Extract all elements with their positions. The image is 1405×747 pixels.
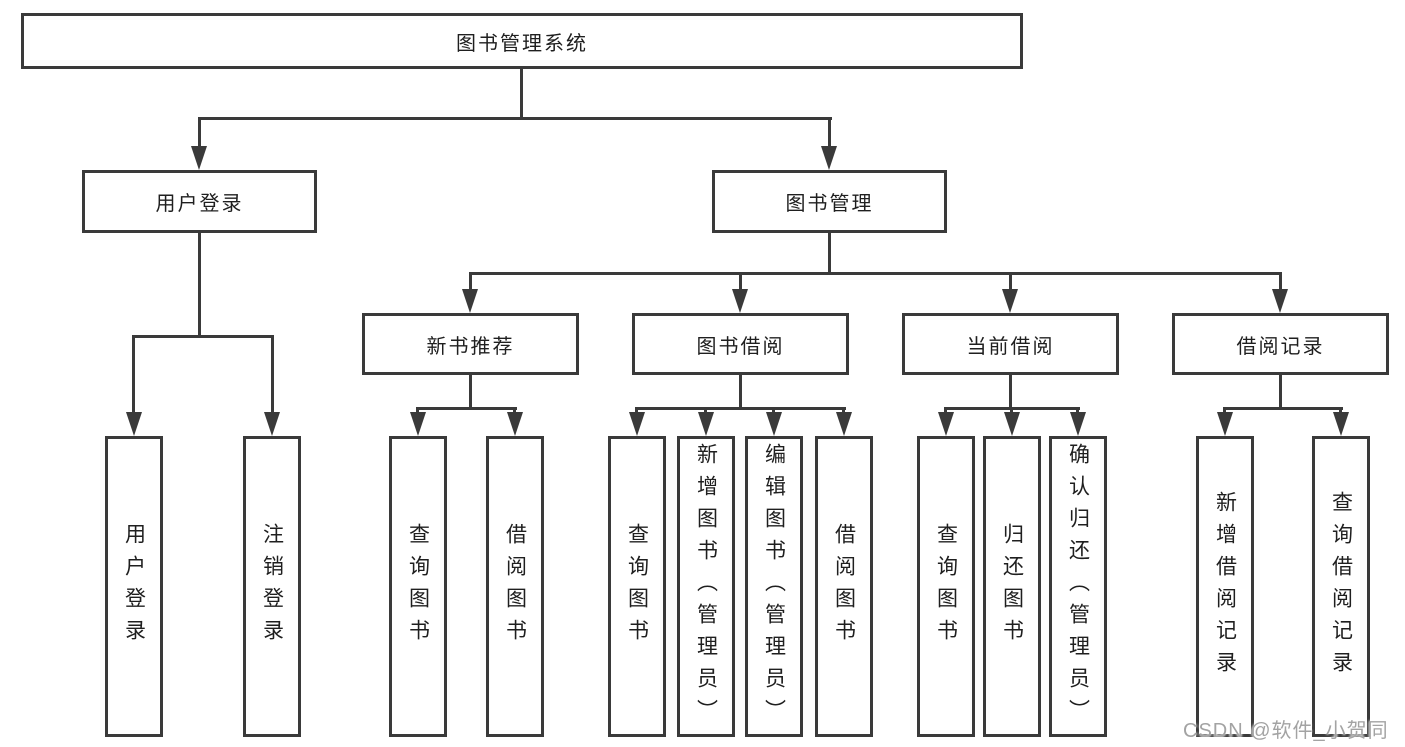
connector-line [271, 335, 274, 414]
connector-line [416, 407, 517, 410]
connector-line [198, 117, 832, 120]
connector-line [198, 232, 201, 338]
arrow-down-icon [1333, 412, 1349, 436]
leaf-current-confirm-return-admin: 确认归还（管理员） [1049, 436, 1107, 737]
connector-line [635, 407, 846, 410]
connector-line [513, 407, 516, 416]
leaf-current-query-books: 查询图书 [917, 436, 975, 737]
arrow-down-icon [126, 412, 142, 436]
node-current-borrowing: 当前借阅 [902, 313, 1119, 375]
connector-line [1009, 373, 1012, 410]
connector-line [1279, 272, 1282, 291]
connector-line [469, 272, 1282, 275]
connector-line [469, 373, 472, 410]
arrow-down-icon [462, 289, 478, 313]
connector-line [1009, 272, 1012, 291]
connector-line [1223, 407, 1226, 416]
connector-line [828, 232, 831, 274]
connector-line [739, 272, 742, 291]
connector-line [944, 407, 947, 416]
connector-line [1010, 407, 1013, 416]
arrow-down-icon [507, 412, 523, 436]
arrow-down-icon [1002, 289, 1018, 313]
arrow-down-icon [1272, 289, 1288, 313]
connector-line [132, 335, 135, 414]
arrow-down-icon [821, 146, 837, 170]
connector-line [1076, 407, 1079, 416]
connector-line [739, 373, 742, 410]
node-borrowing-records: 借阅记录 [1172, 313, 1389, 375]
arrow-down-icon [836, 412, 852, 436]
leaf-borrow-borrow-books: 借阅图书 [815, 436, 873, 737]
connector-line [469, 272, 472, 291]
connector-line [704, 407, 707, 416]
connector-line [772, 407, 775, 416]
connector-line [842, 407, 845, 416]
node-user-login: 用户登录 [82, 170, 317, 233]
arrow-down-icon [1070, 412, 1086, 436]
connector-line [1279, 373, 1282, 410]
connector-line [1223, 407, 1343, 410]
connector-line [520, 68, 523, 119]
root-node-library-management-system: 图书管理系统 [21, 13, 1023, 69]
arrow-down-icon [1004, 412, 1020, 436]
leaf-rec-borrow-books: 借阅图书 [486, 436, 544, 737]
leaf-records-add-borrow-record: 新增借阅记录 [1196, 436, 1254, 737]
connector-line [1339, 407, 1342, 416]
connector-line [198, 117, 201, 148]
connector-line [416, 407, 419, 416]
arrow-down-icon [191, 146, 207, 170]
leaf-current-return-books: 归还图书 [983, 436, 1041, 737]
leaf-records-query-borrow-record: 查询借阅记录 [1312, 436, 1370, 737]
node-new-book-recommendation: 新书推荐 [362, 313, 579, 375]
arrow-down-icon [732, 289, 748, 313]
connector-line [635, 407, 638, 416]
arrow-down-icon [264, 412, 280, 436]
csdn-watermark: CSDN @软件_小贺同学 [1183, 720, 1389, 742]
leaf-logout: 注销登录 [243, 436, 301, 737]
leaf-rec-query-books: 查询图书 [389, 436, 447, 737]
arrow-down-icon [766, 412, 782, 436]
arrow-down-icon [938, 412, 954, 436]
node-book-borrowing: 图书借阅 [632, 313, 849, 375]
leaf-borrow-edit-book-admin: 编辑图书（管理员） [745, 436, 803, 737]
arrow-down-icon [629, 412, 645, 436]
arrow-down-icon [698, 412, 714, 436]
node-book-management: 图书管理 [712, 170, 947, 233]
arrow-down-icon [410, 412, 426, 436]
leaf-user-login: 用户登录 [105, 436, 163, 737]
connector-line [132, 335, 274, 338]
leaf-borrow-add-book-admin: 新增图书（管理员） [677, 436, 735, 737]
arrow-down-icon [1217, 412, 1233, 436]
leaf-borrow-query-books: 查询图书 [608, 436, 666, 737]
connector-line [828, 117, 831, 148]
